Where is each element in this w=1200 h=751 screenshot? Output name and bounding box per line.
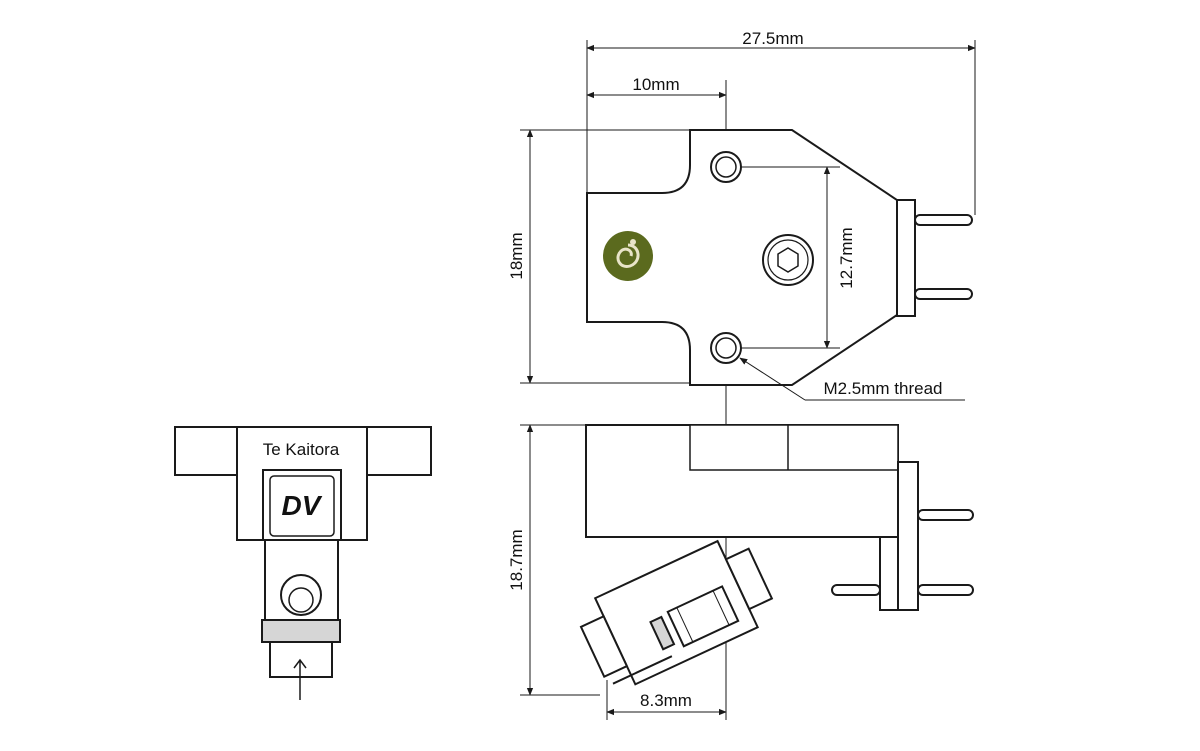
- dim-height-label: 18.7mm: [507, 529, 526, 590]
- dim-hole-spacing-label: 12.7mm: [837, 227, 856, 288]
- stylus-arrow: [293, 658, 307, 700]
- mount-hole-top-inner: [715, 156, 737, 178]
- dim-overall-length: 27.5mm: [586, 29, 976, 52]
- dv-logo-mark: DV: [282, 490, 323, 521]
- top-view: [520, 40, 976, 720]
- stylus-assembly: [579, 539, 774, 686]
- side-body-recess: [689, 424, 899, 471]
- cantilever: [612, 655, 673, 685]
- top-pins: [914, 214, 973, 300]
- thread-callout: M2.5mm thread: [739, 357, 965, 401]
- coil-thread: [649, 615, 676, 651]
- front-generator: [264, 539, 339, 621]
- dim-body-width-label: 18mm: [507, 232, 526, 279]
- top-connector-block: [896, 199, 916, 317]
- front-coil: [261, 619, 341, 643]
- top-body-outline: [586, 129, 898, 386]
- dim-hole-spacing: 12.7mm: [741, 166, 856, 349]
- dim-stylus-setback: 8.3mm: [606, 680, 727, 720]
- front-tip-housing: [269, 641, 333, 678]
- dim-mount-offset-label: 10mm: [632, 75, 679, 94]
- hex-socket-screw-icon: [762, 234, 814, 286]
- front-magnet: [280, 574, 322, 616]
- side-view: [520, 424, 974, 696]
- dim-stylus-setback-label: 8.3mm: [640, 691, 692, 710]
- mount-hole-bottom-inner: [715, 337, 737, 359]
- dim-mount-offset: 10mm: [586, 75, 727, 99]
- brand-label: Te Kaitora: [263, 440, 340, 459]
- side-pins: [831, 509, 974, 596]
- side-connector-post: [879, 536, 899, 611]
- green-spiral-logo-icon: [603, 231, 653, 281]
- dim-body-width: 18mm: [507, 129, 534, 384]
- front-view: [174, 426, 432, 700]
- side-connector-block: [897, 461, 919, 611]
- dim-height: 18.7mm: [507, 424, 534, 696]
- dim-overall-length-label: 27.5mm: [742, 29, 803, 48]
- thread-callout-label: M2.5mm thread: [823, 379, 942, 398]
